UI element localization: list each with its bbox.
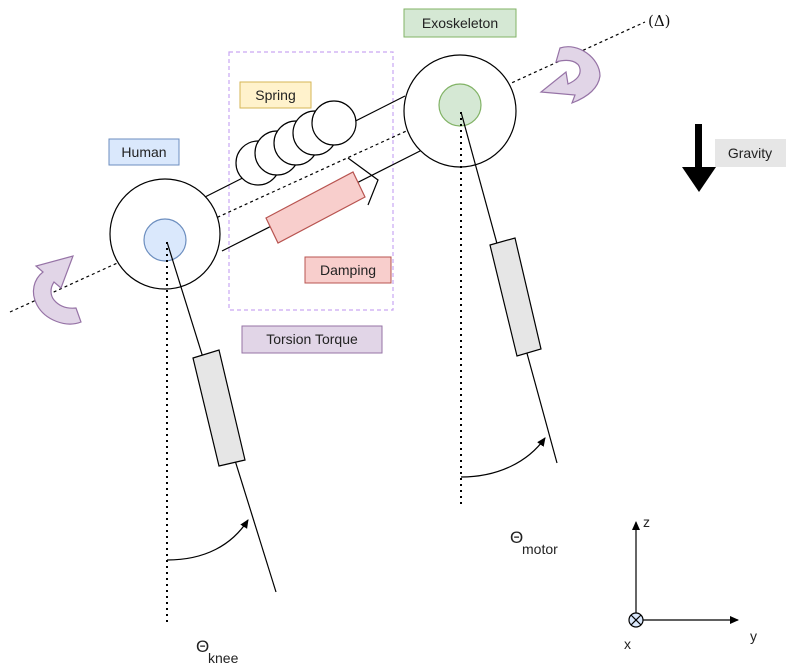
damper-element: [265, 157, 379, 244]
human-leg-segment: [192, 349, 246, 467]
gravity-label: Gravity: [715, 139, 786, 167]
svg-text:Human: Human: [121, 144, 166, 160]
svg-text:Θ: Θ: [510, 528, 523, 547]
svg-text:Gravity: Gravity: [728, 145, 772, 161]
svg-text:Torsion Torque: Torsion Torque: [266, 331, 358, 347]
exoskeleton-label: Exoskeleton: [403, 8, 517, 38]
svg-text:Damping: Damping: [320, 262, 376, 278]
human-label: Human: [108, 138, 180, 166]
spring-label: Spring: [239, 81, 312, 109]
axis-delta-label: (Δ): [648, 12, 671, 30]
coordinate-frame: z y x: [624, 514, 757, 652]
exoskeleton-leg-segment: [489, 237, 542, 357]
exoskeleton-rotation-arrow-icon: [539, 46, 601, 105]
axis-x-label: x: [624, 636, 631, 652]
knee-angle-arc: [166, 519, 249, 561]
svg-text:knee: knee: [208, 650, 239, 666]
axis-y-label: y: [750, 628, 757, 644]
axis-z-label: z: [643, 514, 650, 530]
damping-label: Damping: [304, 256, 392, 284]
svg-text:Spring: Spring: [255, 87, 295, 103]
spring-element: [235, 100, 357, 186]
svg-text:Θ: Θ: [196, 637, 209, 656]
motor-angle-arc: [460, 437, 546, 478]
torsion-torque-label: Torsion Torque: [241, 325, 383, 354]
theta-motor-label: Θ motor: [510, 528, 558, 557]
torsion-region: [228, 51, 394, 311]
svg-text:motor: motor: [522, 541, 558, 557]
human-rotation-arrow-icon: [32, 255, 82, 325]
gravity-arrow-icon: [682, 124, 716, 192]
svg-text:Exoskeleton: Exoskeleton: [422, 15, 498, 31]
human-joint-inner: [143, 218, 187, 262]
rotation-axis-delta: [9, 21, 646, 313]
theta-knee-label: Θ knee: [196, 637, 239, 666]
